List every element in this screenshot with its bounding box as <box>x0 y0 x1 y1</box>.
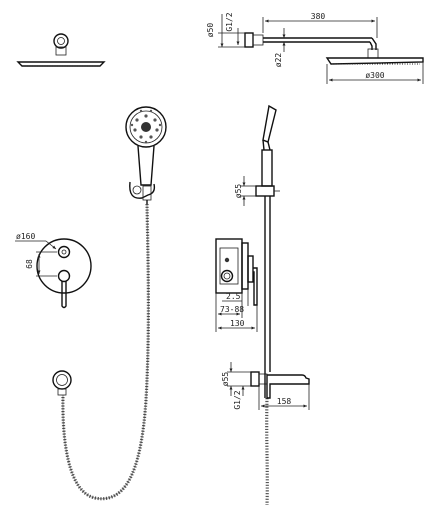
dim-top-380: 380 <box>311 12 326 21</box>
dim-valve-73-88: 73-88 <box>220 305 244 314</box>
slide-bar-side-view <box>240 104 280 506</box>
dim-spout-dia55: ø55 <box>221 372 230 387</box>
dim-bar-dia55: ø55 <box>234 184 243 199</box>
dim-spout-g12: G1/2 <box>233 390 242 409</box>
dim-valve-2-5: 2.5 <box>226 292 241 301</box>
valve-plate-front-view <box>15 238 92 309</box>
dim-valve-130: 130 <box>230 319 245 328</box>
diverter-valve-body <box>215 238 258 332</box>
hand-shower <box>125 106 167 204</box>
tub-spout-side-view <box>227 362 310 410</box>
shower-hose <box>61 203 150 501</box>
dim-plate-dia160: ø160 <box>16 232 35 241</box>
shower-arm-side-view <box>218 14 424 84</box>
dim-spout-158: 158 <box>277 397 292 406</box>
rain-shower-head-front-view <box>16 33 106 67</box>
dim-plate-68: 68 <box>25 259 34 269</box>
dim-top-dia50: ø50 <box>206 23 215 38</box>
dim-top-dia300: ø300 <box>365 71 384 80</box>
dim-top-g12: G1/2 <box>225 12 234 31</box>
wall-outlet-elbow <box>52 370 72 396</box>
dim-top-dia22: ø22 <box>274 53 283 68</box>
